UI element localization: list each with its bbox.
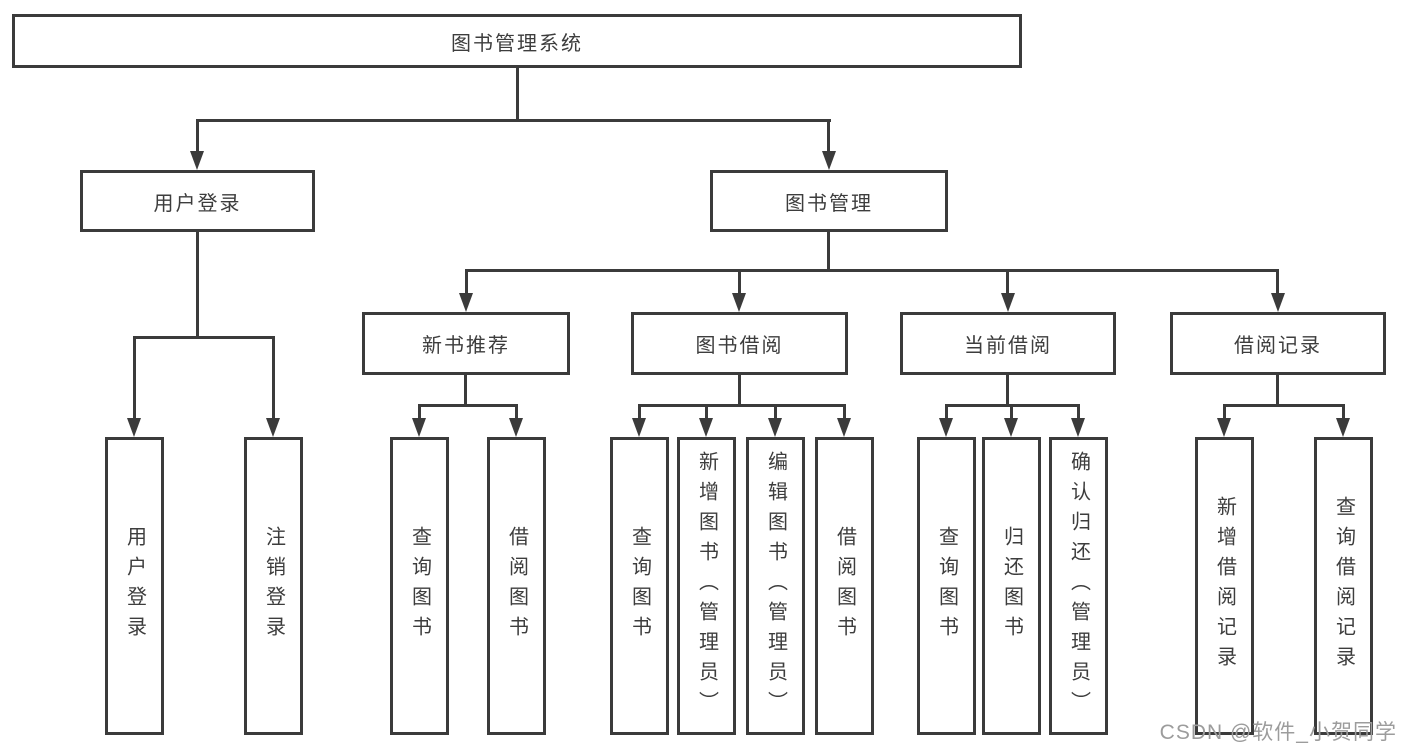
connector-line <box>774 404 777 421</box>
leaf-borrow-books-1: 借阅图书 <box>487 437 546 735</box>
connector-line <box>464 373 467 407</box>
node-label: 新增图书（管理员） <box>695 451 718 721</box>
arrow-down-icon <box>632 418 646 437</box>
node-label: 借阅图书 <box>505 526 528 646</box>
connector-line <box>827 119 830 153</box>
node-label: 查询图书 <box>628 526 651 646</box>
connector-line <box>738 269 741 296</box>
leaf-logout: 注销登录 <box>244 437 303 735</box>
arrow-down-icon <box>266 418 280 437</box>
node-label: 查询图书 <box>935 526 958 646</box>
node-label: 图书管理系统 <box>451 32 583 55</box>
node-borrowing-records: 借阅记录 <box>1170 312 1386 375</box>
node-label: 图书借阅 <box>695 335 784 357</box>
arrow-down-icon <box>939 418 953 437</box>
connector-line <box>945 404 948 421</box>
connector-line <box>418 404 518 407</box>
node-label: 查询图书 <box>408 526 431 646</box>
connector-line <box>738 373 741 407</box>
node-new-book-recommend: 新书推荐 <box>362 312 570 375</box>
node-label: 查询借阅记录 <box>1332 496 1355 676</box>
connector-line <box>516 66 519 122</box>
connector-line <box>515 404 518 421</box>
leaf-query-books-3: 查询图书 <box>917 437 976 735</box>
leaf-add-borrow-record: 新增借阅记录 <box>1195 437 1254 735</box>
node-book-borrowing: 图书借阅 <box>631 312 848 375</box>
arrow-down-icon <box>732 293 746 312</box>
connector-line <box>133 336 136 420</box>
node-label: 当前借阅 <box>964 335 1052 357</box>
leaf-add-books-admin: 新增图书（管理员） <box>677 437 736 735</box>
node-label: 借阅记录 <box>1234 335 1322 357</box>
connector-line <box>418 404 421 421</box>
node-label: 借阅图书 <box>833 526 856 646</box>
node-label: 用户登录 <box>153 192 242 215</box>
connector-line <box>196 119 199 153</box>
connector-line <box>1006 269 1009 296</box>
connector-line <box>133 336 275 339</box>
connector-line <box>1223 404 1345 407</box>
node-user-login: 用户登录 <box>80 170 315 232</box>
node-label: 归还图书 <box>1000 526 1023 646</box>
arrow-down-icon <box>509 418 523 437</box>
connector-line <box>196 119 831 122</box>
arrow-down-icon <box>768 418 782 437</box>
connector-line <box>638 404 846 407</box>
connector-line <box>827 230 830 272</box>
node-label: 注销登录 <box>262 526 285 646</box>
connector-line <box>1077 404 1080 421</box>
leaf-confirm-return-admin: 确认归还（管理员） <box>1049 437 1108 735</box>
connector-line <box>272 336 275 420</box>
arrow-down-icon <box>1271 293 1285 312</box>
node-book-management: 图书管理 <box>710 170 948 232</box>
arrow-down-icon <box>822 151 836 170</box>
leaf-query-borrow-record: 查询借阅记录 <box>1314 437 1373 735</box>
node-root: 图书管理系统 <box>12 14 1022 68</box>
node-label: 新增借阅记录 <box>1213 496 1236 676</box>
arrow-down-icon <box>127 418 141 437</box>
connector-line <box>705 404 708 421</box>
node-label: 图书管理 <box>785 192 873 215</box>
leaf-edit-books-admin: 编辑图书（管理员） <box>746 437 805 735</box>
connector-line <box>465 269 468 296</box>
node-label: 编辑图书（管理员） <box>764 451 787 721</box>
leaf-borrow-books-2: 借阅图书 <box>815 437 874 735</box>
leaf-query-books-2: 查询图书 <box>610 437 669 735</box>
leaf-user-login: 用户登录 <box>105 437 164 735</box>
connector-line <box>1006 373 1009 407</box>
connector-line <box>1342 404 1345 421</box>
node-label: 用户登录 <box>123 526 146 646</box>
arrow-down-icon <box>1336 418 1350 437</box>
connector-line <box>1223 404 1226 421</box>
node-label: 新书推荐 <box>422 335 510 357</box>
arrow-down-icon <box>1004 418 1018 437</box>
node-label: 确认归还（管理员） <box>1067 451 1090 721</box>
connector-line <box>1010 404 1013 421</box>
connector-line <box>1276 269 1279 296</box>
connector-line <box>196 230 199 339</box>
leaf-return-books: 归还图书 <box>982 437 1041 735</box>
connector-line <box>638 404 641 421</box>
arrow-down-icon <box>1001 293 1015 312</box>
csdn-watermark: CSDN @软件_小贺同学 <box>1159 721 1397 744</box>
arrow-down-icon <box>190 151 204 170</box>
connector-line <box>1276 373 1279 407</box>
arrow-down-icon <box>1217 418 1231 437</box>
arrow-down-icon <box>837 418 851 437</box>
connector-line <box>843 404 846 421</box>
node-current-borrowing: 当前借阅 <box>900 312 1116 375</box>
connector-line <box>465 269 1279 272</box>
arrow-down-icon <box>459 293 473 312</box>
arrow-down-icon <box>1071 418 1085 437</box>
arrow-down-icon <box>699 418 713 437</box>
arrow-down-icon <box>412 418 426 437</box>
leaf-query-books-1: 查询图书 <box>390 437 449 735</box>
